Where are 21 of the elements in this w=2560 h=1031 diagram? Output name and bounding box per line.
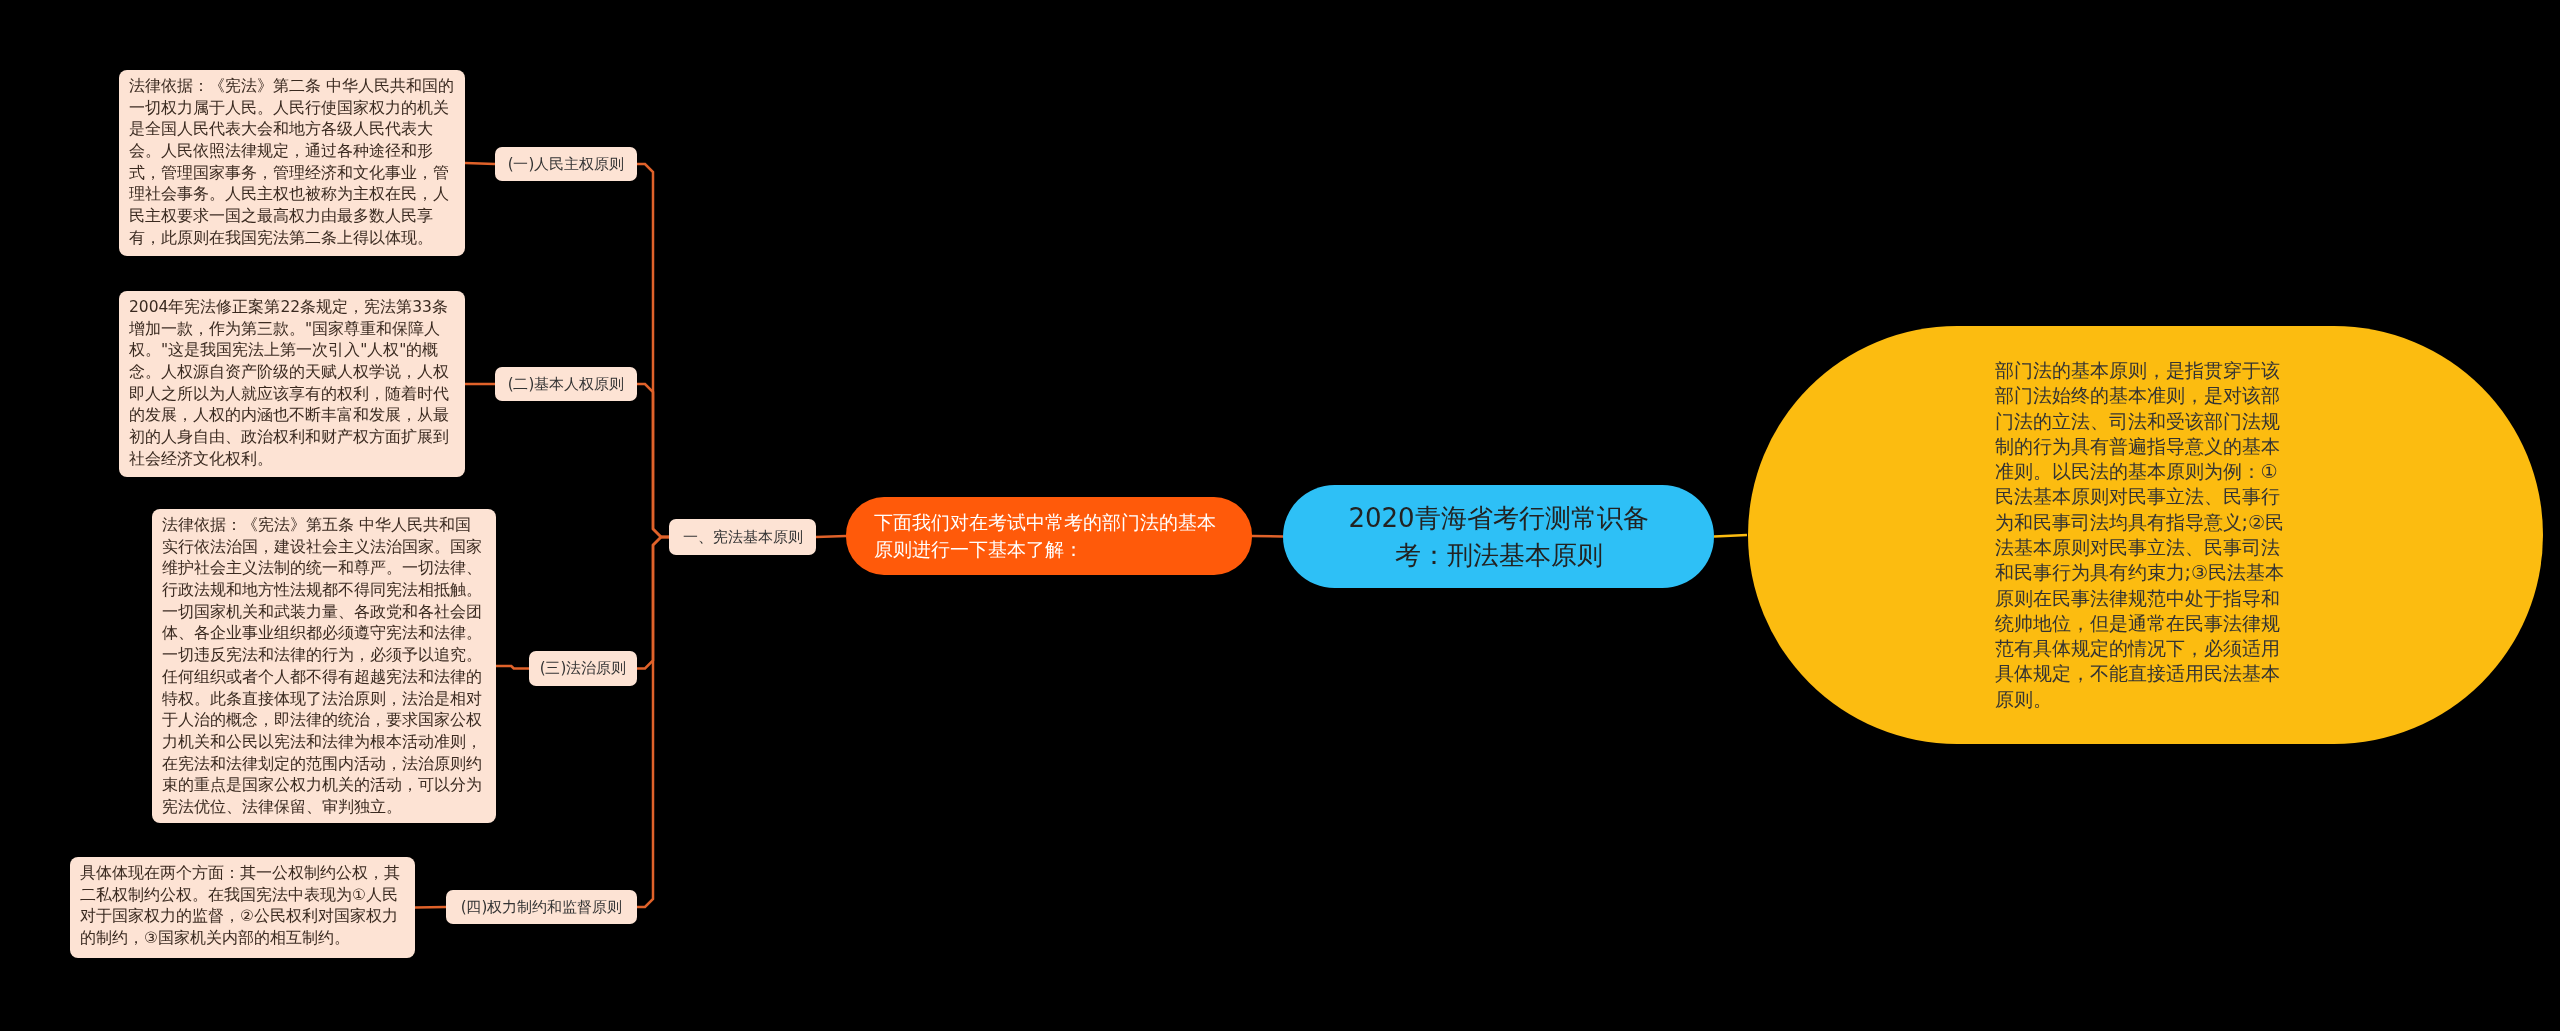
connector-line	[465, 382, 495, 386]
note-box	[70, 857, 415, 958]
node-text: 2004年宪法修正案第22条规定，宪法第33条增加一款，作为第三款。"国家尊重和保障人权。"这是我国宪法上第一次引入"人权"的概念。人权源自资产阶级的天赋人权学说，人权即人之所以为人就应该享有的权利，随着时代的发展，人权的内涵也不断丰富和发展，从最初的人身自由、政治权利和财产权方面扩展到社会经济文化权利。	[129, 297, 450, 470]
branch-label: (一)人民主权原则	[495, 147, 637, 181]
branch-label: (二)基本人权原则	[495, 367, 637, 401]
connector-line	[1713, 533, 1748, 538]
branch-label: (三)法治原则	[529, 651, 637, 686]
node-text: 具体体现在两个方面：其一公权制约公权，其二私权制约公权。在我国宪法中表现为①人民对于国家权力的监督，②公民权利对国家权力的制约，③国家机关内部的相互制约。	[80, 863, 401, 950]
branch-label: 一、宪法基本原则	[669, 519, 816, 555]
connector-line	[414, 905, 447, 909]
connector-line	[637, 535, 669, 909]
connector-line	[1251, 534, 1284, 538]
node-text: 法律依据：《宪法》第二条 中华人民共和国的一切权力属于人民。人民行使国家权力的机关是全国人民代表大会和地方各级人民代表大会。人民依照法律规定，通过各种途径和形式，管理国家事务，管理经济和文化事业，管理社会事务。人民主权也被称为主权在民，人民主权要求一国之最高权力由最多数人民享有，此原则在我国宪法第二条上得以体现。	[129, 76, 455, 249]
connector-line	[815, 534, 847, 539]
node-text: 下面我们对在考试中常考的部门法的基本原则进行一下基本了解：	[874, 510, 1217, 562]
node-text: 法律依据：《宪法》第五条 中华人民共和国实行依法治国，建设社会主义法治国家。国家维护社会主义法制的统一和尊严。一切法律、行政法规和地方性法规都不得同宪法相抵触。一切国家机关和武装力量、各政党和各社会团体、各企业事业组织都必须遵守宪法和法律。一切违反宪法和法律的行为，必须予以追究。任何组织或者个人都不得有超越宪法和法律的特权。此条直接体现了法治原则，法治是相对于人治的概念，即法律的统治，要求国家公权力机关和公民以宪法和法律为根本活动准则，在宪法和法律划定的范围内活动，法治原则约束的重点是国家公权力机关的活动，可以分为宪法优位、法律保留、审判独立。	[162, 515, 483, 818]
node-text: 2020青海省考行测常识备考：刑法基本原则	[1347, 502, 1650, 572]
node-text: 部门法的基本原则，是指贯穿于该部门法始终的基本准则，是对该部门法的立法、司法和受该部门法规制的行为具有普遍指导意义的基本准则。以民法的基本原则为例：①民法基本原则对民事立法、民事行为和民事司法均具有指导意义;②民法基本原则对民事立法、民事司法和民事行为具有约束力;③民法基本原则在民事法律规范中处于指导和统帅地位，但是通常在民事法律规范有具体规定的情况下，必须适用具体规定，不能直接适用民法基本原则。	[1994, 358, 2285, 712]
branch-label: (四)权力制约和监督原则	[446, 890, 637, 924]
connector-line	[496, 664, 529, 670]
connector-line	[464, 161, 496, 166]
